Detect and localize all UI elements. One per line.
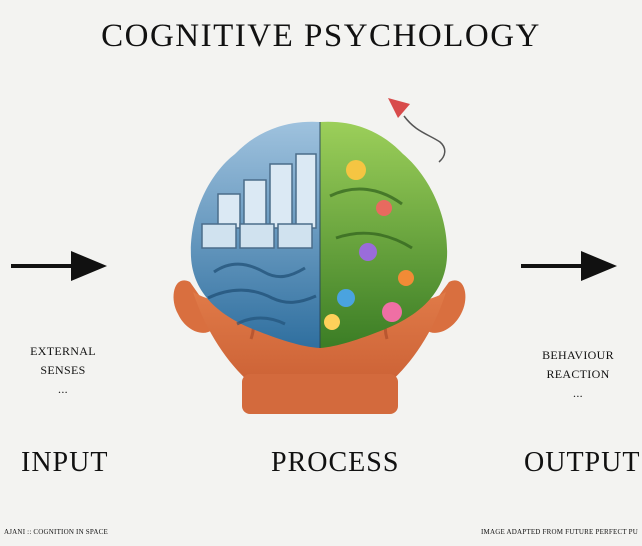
input-caption: EXTERNAL SENSES ... xyxy=(18,342,108,399)
brain-head-illustration xyxy=(173,98,466,414)
input-caption-line-2: SENSES xyxy=(40,363,86,377)
page-title: COGNITIVE PSYCHOLOGY xyxy=(101,18,541,54)
output-caption-line-1: BEHAVIOUR xyxy=(542,348,614,362)
process-label: PROCESS xyxy=(271,447,400,478)
right-brain-hemisphere xyxy=(320,98,448,348)
credit-left: AJANI :: COGNITION IN SPACE xyxy=(4,528,108,536)
input-label: INPUT xyxy=(21,447,109,478)
output-caption: BEHAVIOUR REACTION ... xyxy=(530,346,626,403)
output-arrow-icon xyxy=(521,251,617,281)
output-label: OUTPUT xyxy=(524,447,641,478)
output-caption-line-3: ... xyxy=(573,386,583,400)
credit-right: IMAGE ADAPTED FROM FUTURE PERFECT PU xyxy=(480,528,638,536)
input-caption-line-3: ... xyxy=(58,382,68,396)
input-arrow-icon xyxy=(11,251,107,281)
left-brain-hemisphere xyxy=(190,121,320,348)
input-caption-line-1: EXTERNAL xyxy=(30,344,96,358)
output-caption-line-2: REACTION xyxy=(546,367,610,381)
